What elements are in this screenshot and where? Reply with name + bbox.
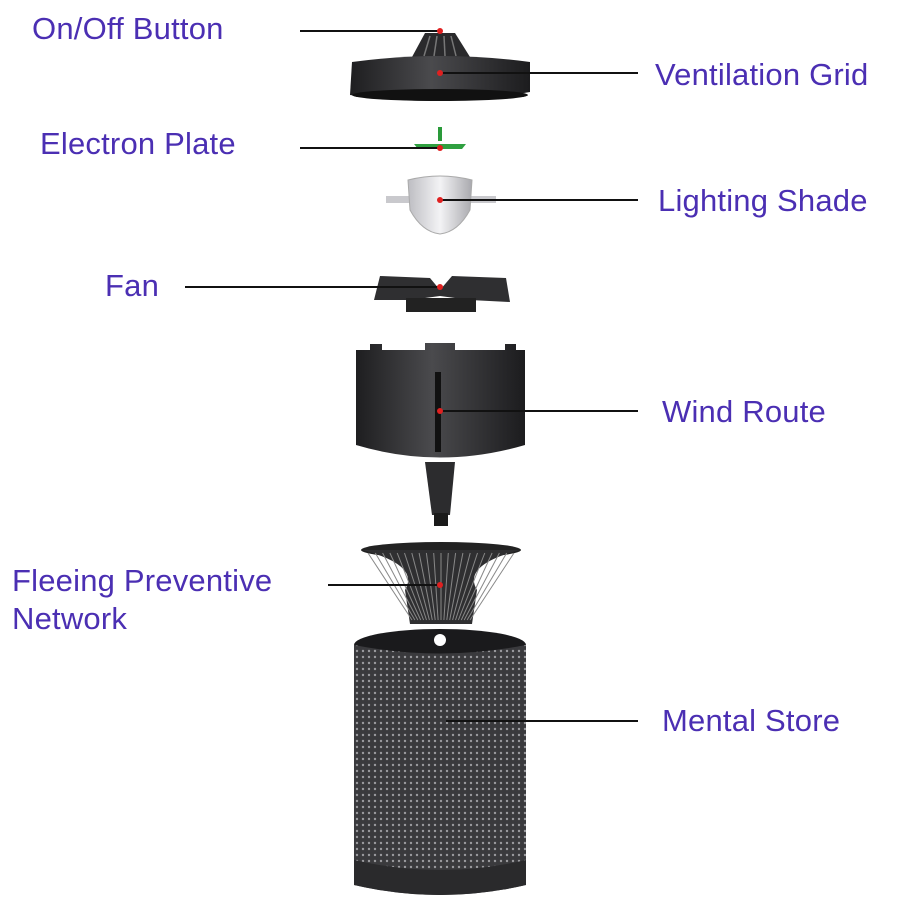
label-lighting-shade: Lighting Shade (658, 183, 868, 218)
network-rib (452, 552, 471, 621)
network-rib (404, 552, 427, 621)
lighting-shade-part (386, 175, 496, 235)
ventilation-grid-part (350, 33, 530, 101)
label-fan: Fan (105, 268, 160, 303)
label-electron-plate: Electron Plate (40, 126, 236, 161)
network-rib (374, 552, 416, 621)
network-rib (457, 552, 486, 621)
network-rib (367, 552, 413, 621)
network-rib (382, 552, 419, 621)
network-rib (425, 552, 436, 621)
mental-store-part (354, 629, 526, 895)
network-rib (418, 552, 433, 621)
network-rib (433, 552, 439, 621)
label-on-off-button: On/Off Button (32, 11, 224, 46)
network-rib (455, 552, 478, 621)
network-rib (443, 552, 449, 621)
marker-dots (437, 28, 443, 588)
label-mental-store: Mental Store (662, 703, 841, 738)
network-rib (449, 552, 464, 621)
fan-part (374, 276, 510, 312)
network-rib (460, 552, 493, 621)
label-wind-route: Wind Route (662, 394, 826, 429)
network-rib (411, 552, 430, 621)
leader-lines (185, 30, 638, 722)
network-rib (389, 552, 422, 621)
network-rib (446, 552, 457, 621)
wind-route-part (356, 343, 525, 526)
network-rib (466, 552, 508, 621)
network-rib (469, 552, 515, 621)
label-ventilation-grid: Ventilation Grid (655, 57, 869, 92)
label-fleeing-preventive: Fleeing Preventive (12, 563, 273, 598)
network-rib (463, 552, 500, 621)
network-rib (396, 552, 425, 621)
label-network: Network (12, 601, 128, 636)
